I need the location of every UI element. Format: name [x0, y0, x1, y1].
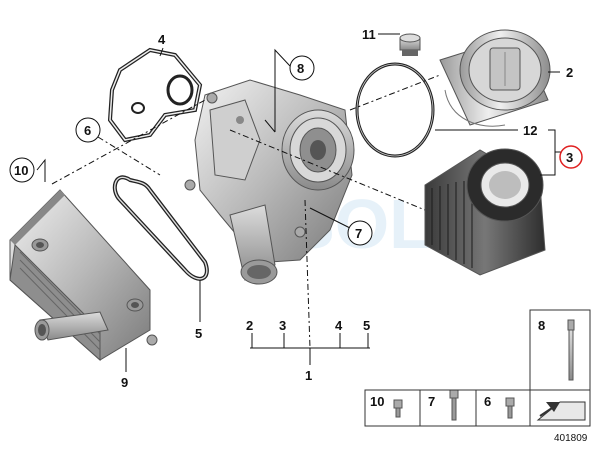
bolt-icon [393, 399, 403, 418]
o-ring-icon [355, 62, 435, 158]
callout-11: 11 [362, 27, 376, 42]
callout-3: 3 [566, 150, 573, 165]
legend-label-6: 6 [484, 394, 491, 409]
callout-12: 12 [523, 123, 537, 138]
legend-box [364, 309, 591, 427]
legend-label-7: 7 [428, 394, 435, 409]
plug-icon [399, 33, 421, 56]
callout-circle-6 [75, 117, 101, 143]
filter-element-icon [424, 148, 546, 276]
wrench-icon [536, 401, 586, 421]
bolt-icon [505, 397, 515, 419]
callout-9: 9 [121, 375, 128, 390]
group-label-5: 5 [363, 318, 370, 333]
callouts: 4 11 8 2 12 3 6 10 7 5 9 1 2 3 4 5 8 10 … [9, 27, 588, 444]
callout-2: 2 [566, 65, 573, 80]
highlight-circle [559, 145, 583, 169]
legend-label-8: 8 [538, 318, 545, 333]
bolt-icon [449, 389, 459, 421]
o-ring-icon [112, 175, 209, 281]
bolt-icon [567, 319, 575, 381]
callout-10: 10 [14, 163, 28, 178]
legend-label-10: 10 [370, 394, 384, 409]
filter-cap-icon [439, 29, 551, 127]
callout-4: 4 [158, 32, 166, 47]
callout-8: 8 [297, 61, 304, 76]
diagram-number: 401809 [554, 433, 588, 444]
callout-6: 6 [84, 123, 91, 138]
callout-circle-10 [9, 157, 35, 183]
oil-cooler-icon [9, 189, 158, 362]
gasket-icon [107, 47, 203, 143]
group-label-2: 2 [246, 318, 253, 333]
group-label-3: 3 [279, 318, 286, 333]
oil-filter-housing-icon [184, 79, 355, 285]
callout-circle-8 [289, 55, 315, 81]
group-label-4: 4 [335, 318, 343, 333]
callout-circle-7 [347, 220, 373, 246]
callout-7: 7 [355, 226, 362, 241]
leader-lines [36, 33, 562, 372]
callout-1: 1 [305, 368, 312, 383]
callout-5: 5 [195, 326, 202, 341]
